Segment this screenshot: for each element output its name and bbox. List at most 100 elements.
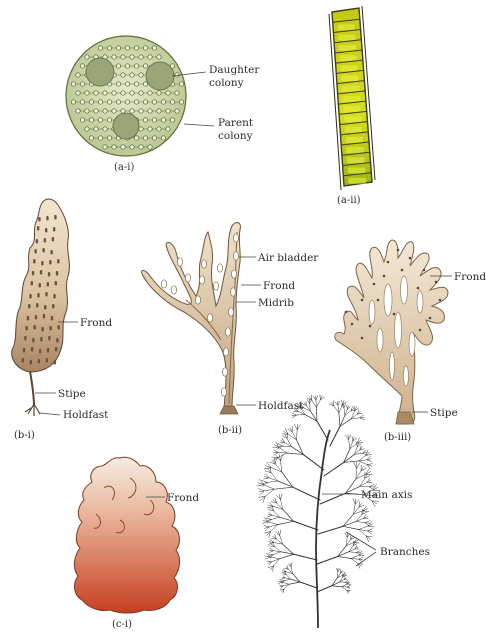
cell	[139, 145, 143, 149]
branch	[316, 396, 318, 400]
cell	[170, 118, 174, 122]
cell	[143, 118, 147, 122]
branch	[303, 454, 324, 470]
branch	[318, 526, 343, 534]
branch	[343, 526, 359, 529]
cell	[112, 91, 116, 95]
spot	[397, 249, 400, 252]
branch	[264, 526, 269, 527]
cell	[125, 82, 129, 86]
cell	[94, 127, 98, 131]
branch	[258, 489, 264, 491]
cell	[80, 100, 84, 104]
daughter-colony	[146, 62, 174, 90]
branch	[310, 403, 311, 410]
air-bladder	[171, 286, 176, 294]
cell	[80, 82, 84, 86]
air-bladder	[217, 264, 222, 272]
cell	[134, 46, 138, 50]
label-holdfast-b-i: Holdfast	[63, 409, 109, 421]
spot	[369, 325, 372, 328]
spot	[57, 325, 59, 330]
spot	[24, 336, 26, 341]
cell	[121, 55, 125, 59]
chloroplast	[338, 24, 355, 30]
label-midrib: Midrib	[258, 297, 294, 309]
spot	[30, 360, 32, 365]
spot	[419, 329, 422, 332]
spot	[423, 269, 426, 272]
spot	[34, 249, 36, 254]
cell	[103, 109, 107, 113]
label-frond-b-i: Frond	[80, 317, 112, 329]
air-bladder	[185, 274, 190, 282]
branch	[262, 480, 268, 482]
air-bladder	[221, 388, 226, 396]
cell	[148, 91, 152, 95]
cell	[161, 118, 165, 122]
lacuna	[395, 312, 402, 348]
cell	[116, 100, 120, 104]
spot	[44, 305, 46, 310]
branch	[268, 515, 273, 516]
lacuna	[377, 328, 383, 352]
branch	[269, 551, 273, 553]
cell	[71, 82, 75, 86]
branch	[289, 582, 300, 584]
branch	[267, 561, 272, 562]
branch	[279, 447, 287, 453]
cell	[139, 127, 143, 131]
spot	[53, 227, 55, 232]
spot	[40, 337, 42, 342]
spot	[383, 275, 386, 278]
chloroplast	[340, 55, 357, 61]
cell	[116, 64, 120, 68]
branch	[359, 526, 368, 529]
spot	[38, 217, 40, 222]
cell	[170, 100, 174, 104]
leader-parent-colony	[184, 124, 214, 126]
cell	[139, 91, 143, 95]
branch	[294, 424, 297, 429]
branch	[360, 418, 365, 420]
chloroplast	[341, 65, 358, 71]
branch	[345, 533, 347, 538]
label-frond-b-iii: Frond	[454, 271, 486, 283]
cell	[143, 46, 147, 50]
cell	[139, 55, 143, 59]
branch	[292, 413, 297, 415]
cell	[85, 127, 89, 131]
cell	[166, 127, 170, 131]
branch	[344, 408, 345, 415]
branch	[365, 521, 370, 523]
cell	[121, 91, 125, 95]
chloroplast	[344, 116, 362, 122]
cell	[148, 145, 152, 149]
spot	[31, 281, 33, 286]
spot	[48, 272, 50, 277]
label-air-bladder: Air bladder	[257, 252, 319, 264]
label-daughter-colony: Daughter colony	[209, 64, 263, 89]
branch	[278, 521, 294, 524]
branch	[265, 557, 270, 559]
branch	[349, 552, 356, 553]
spot	[39, 283, 41, 288]
fucus-thallus	[142, 223, 241, 408]
cell	[134, 82, 138, 86]
spot	[52, 304, 54, 309]
air-bladder	[201, 260, 206, 268]
branch	[297, 425, 300, 430]
cell	[89, 136, 93, 140]
cell	[107, 136, 111, 140]
branch	[338, 556, 351, 558]
cell	[103, 91, 107, 95]
chloroplast	[341, 75, 358, 81]
cell	[98, 46, 102, 50]
branch	[339, 405, 342, 413]
spot	[55, 347, 57, 352]
cell	[143, 82, 147, 86]
volvox-figure: Daughter colony Parent colony (a-i)	[66, 36, 263, 173]
cell	[152, 136, 156, 140]
cell	[116, 82, 120, 86]
branch	[266, 518, 271, 519]
